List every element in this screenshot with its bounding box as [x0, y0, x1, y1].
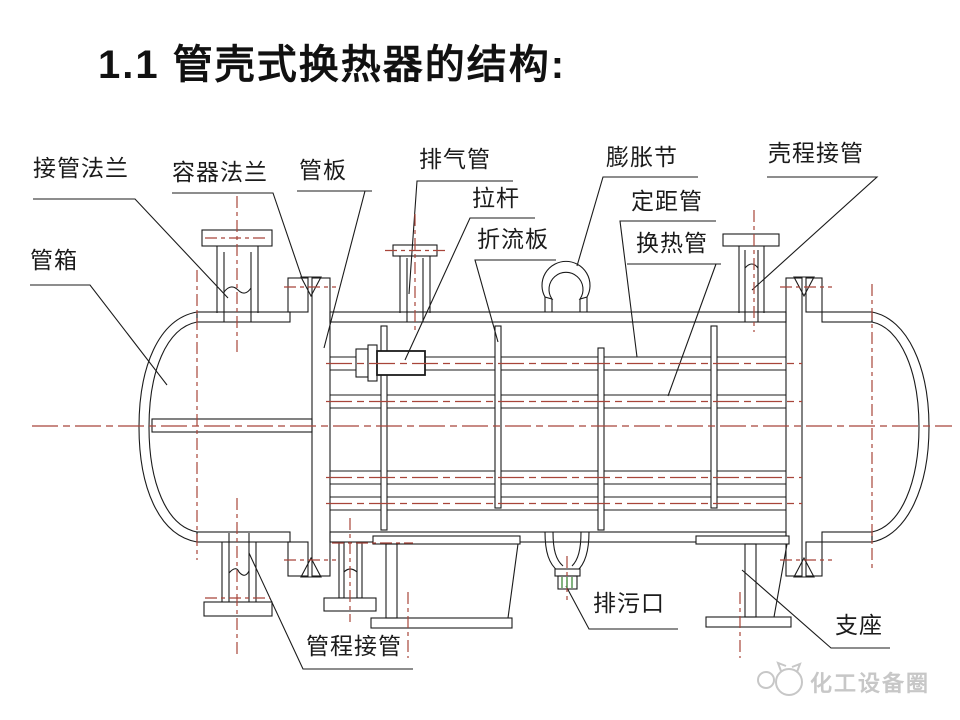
leader-lines — [30, 176, 890, 670]
label-tube-sheet: 管板 — [299, 157, 347, 183]
tube-sheet-left — [311, 277, 331, 577]
left-head — [138, 311, 198, 543]
label-vent-pipe: 排气管 — [419, 146, 491, 172]
expansion-joint — [541, 260, 591, 312]
label-vessel-flange: 容器法兰 — [172, 159, 268, 185]
label-pipe-flange: 接管法兰 — [33, 155, 129, 181]
label-expansion-joint: 膨胀节 — [606, 144, 678, 170]
nozzle-top-right — [722, 233, 780, 322]
label-tie-rod: 拉杆 — [472, 185, 520, 211]
label-shell-side-nozzle: 壳程接管 — [768, 140, 864, 166]
vessel-shell — [196, 311, 873, 543]
drain-stub-lines — [561, 577, 573, 588]
centerlines — [32, 196, 952, 658]
label-channel-box: 管箱 — [30, 247, 78, 273]
label-saddle-support: 支座 — [835, 612, 883, 638]
tube-bundle — [330, 356, 786, 511]
right-head — [871, 311, 930, 543]
label-tube-side-nozzle: 管程接管 — [306, 633, 402, 659]
flange-right — [785, 276, 823, 578]
flange-left — [287, 276, 331, 578]
watermark-brand: 化工设备圈 — [810, 671, 931, 696]
label-spacer-tube: 定距管 — [631, 188, 703, 214]
saddle-left — [370, 535, 521, 629]
saddle-right — [695, 535, 792, 628]
label-heat-exchange-tube: 换热管 — [636, 230, 708, 256]
page-title: 1.1 管壳式换热器的结构: — [98, 43, 567, 87]
tube-sheet-right — [785, 277, 803, 577]
nozzle-bottom-left — [203, 533, 273, 617]
baffles — [380, 325, 718, 531]
label-baffle-plate: 折流板 — [477, 226, 549, 252]
cat-logo-icon — [757, 661, 803, 696]
nozzle-bottom-shell — [323, 542, 377, 612]
label-drain-port: 排污口 — [593, 590, 665, 616]
